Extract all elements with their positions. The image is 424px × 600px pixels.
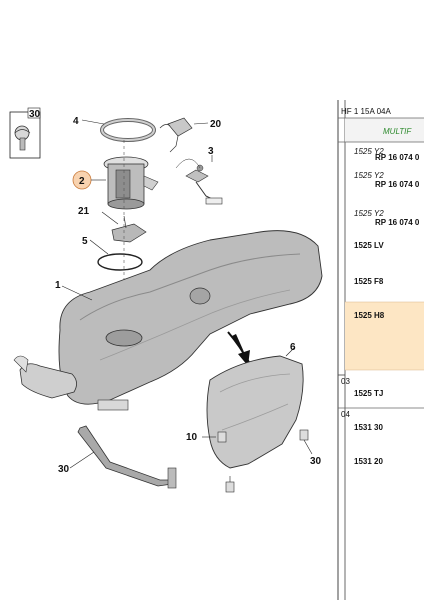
callout-4: 4 (73, 116, 79, 127)
fastener-30-bottom (225, 476, 235, 493)
table-ref-5: 1525 H8 (354, 311, 385, 320)
callout-1: 1 (55, 280, 61, 291)
table-ref-8: 1531 20 (354, 457, 383, 466)
callout-30-right: 30 (310, 456, 322, 467)
fuel-pump-module: 2 (72, 156, 159, 210)
table-group-04: 04 (341, 410, 350, 419)
callout-5: 5 (82, 236, 88, 247)
table-header-code: HF 1 15A 04A (341, 107, 391, 116)
table-ref-3: 1525 LV (354, 241, 384, 250)
table-group-03: 03 (341, 377, 350, 386)
callout-20: 20 (210, 119, 222, 130)
callout-21: 21 (78, 206, 90, 217)
table-ref-4: 1525 F8 (354, 277, 384, 286)
table-ref-1: 1525 Y2 (354, 171, 384, 180)
tank-strap: 30 (58, 425, 177, 489)
callout-30-mid: 10 (186, 432, 198, 443)
table-ref-6: 1525 TJ (354, 389, 383, 398)
table-part-1: RP 16 074 0 (375, 180, 420, 189)
fastener-30-right: 30 (299, 429, 322, 467)
fuel-tank: 1 (13, 230, 323, 411)
callout-30-top: 30 (29, 109, 41, 120)
clip-fastener-box: 30 (9, 107, 41, 159)
connector-part: 20 (159, 117, 222, 153)
callout-3: 3 (208, 146, 214, 157)
callout-6: 6 (290, 342, 296, 353)
table-part-2: RP 16 074 0 (375, 218, 420, 227)
table-ref-7: 1531 30 (354, 423, 383, 432)
heat-shield: 6 (206, 342, 304, 469)
gasket-seal: 5 (82, 236, 143, 271)
locking-ring: 4 (73, 116, 156, 142)
callout-2: 2 (79, 176, 85, 187)
table-ref-2: 1525 Y2 (354, 209, 384, 218)
table-header-sub: MULTIF (383, 127, 412, 136)
highlight-row-bg (345, 302, 424, 370)
callout-11: 30 (58, 464, 70, 475)
fastener-30-left: 10 (186, 431, 227, 443)
table-part-0: RP 16 074 0 (375, 153, 420, 162)
level-sensor: 3 (175, 146, 223, 205)
table-ref-0: 1525 Y2 (354, 147, 384, 156)
bracket-part: 21 (78, 206, 147, 243)
parts-table: HF 1 15A 04A MULTIF 1525 Y2 RP 16 074 0 … (337, 100, 424, 600)
